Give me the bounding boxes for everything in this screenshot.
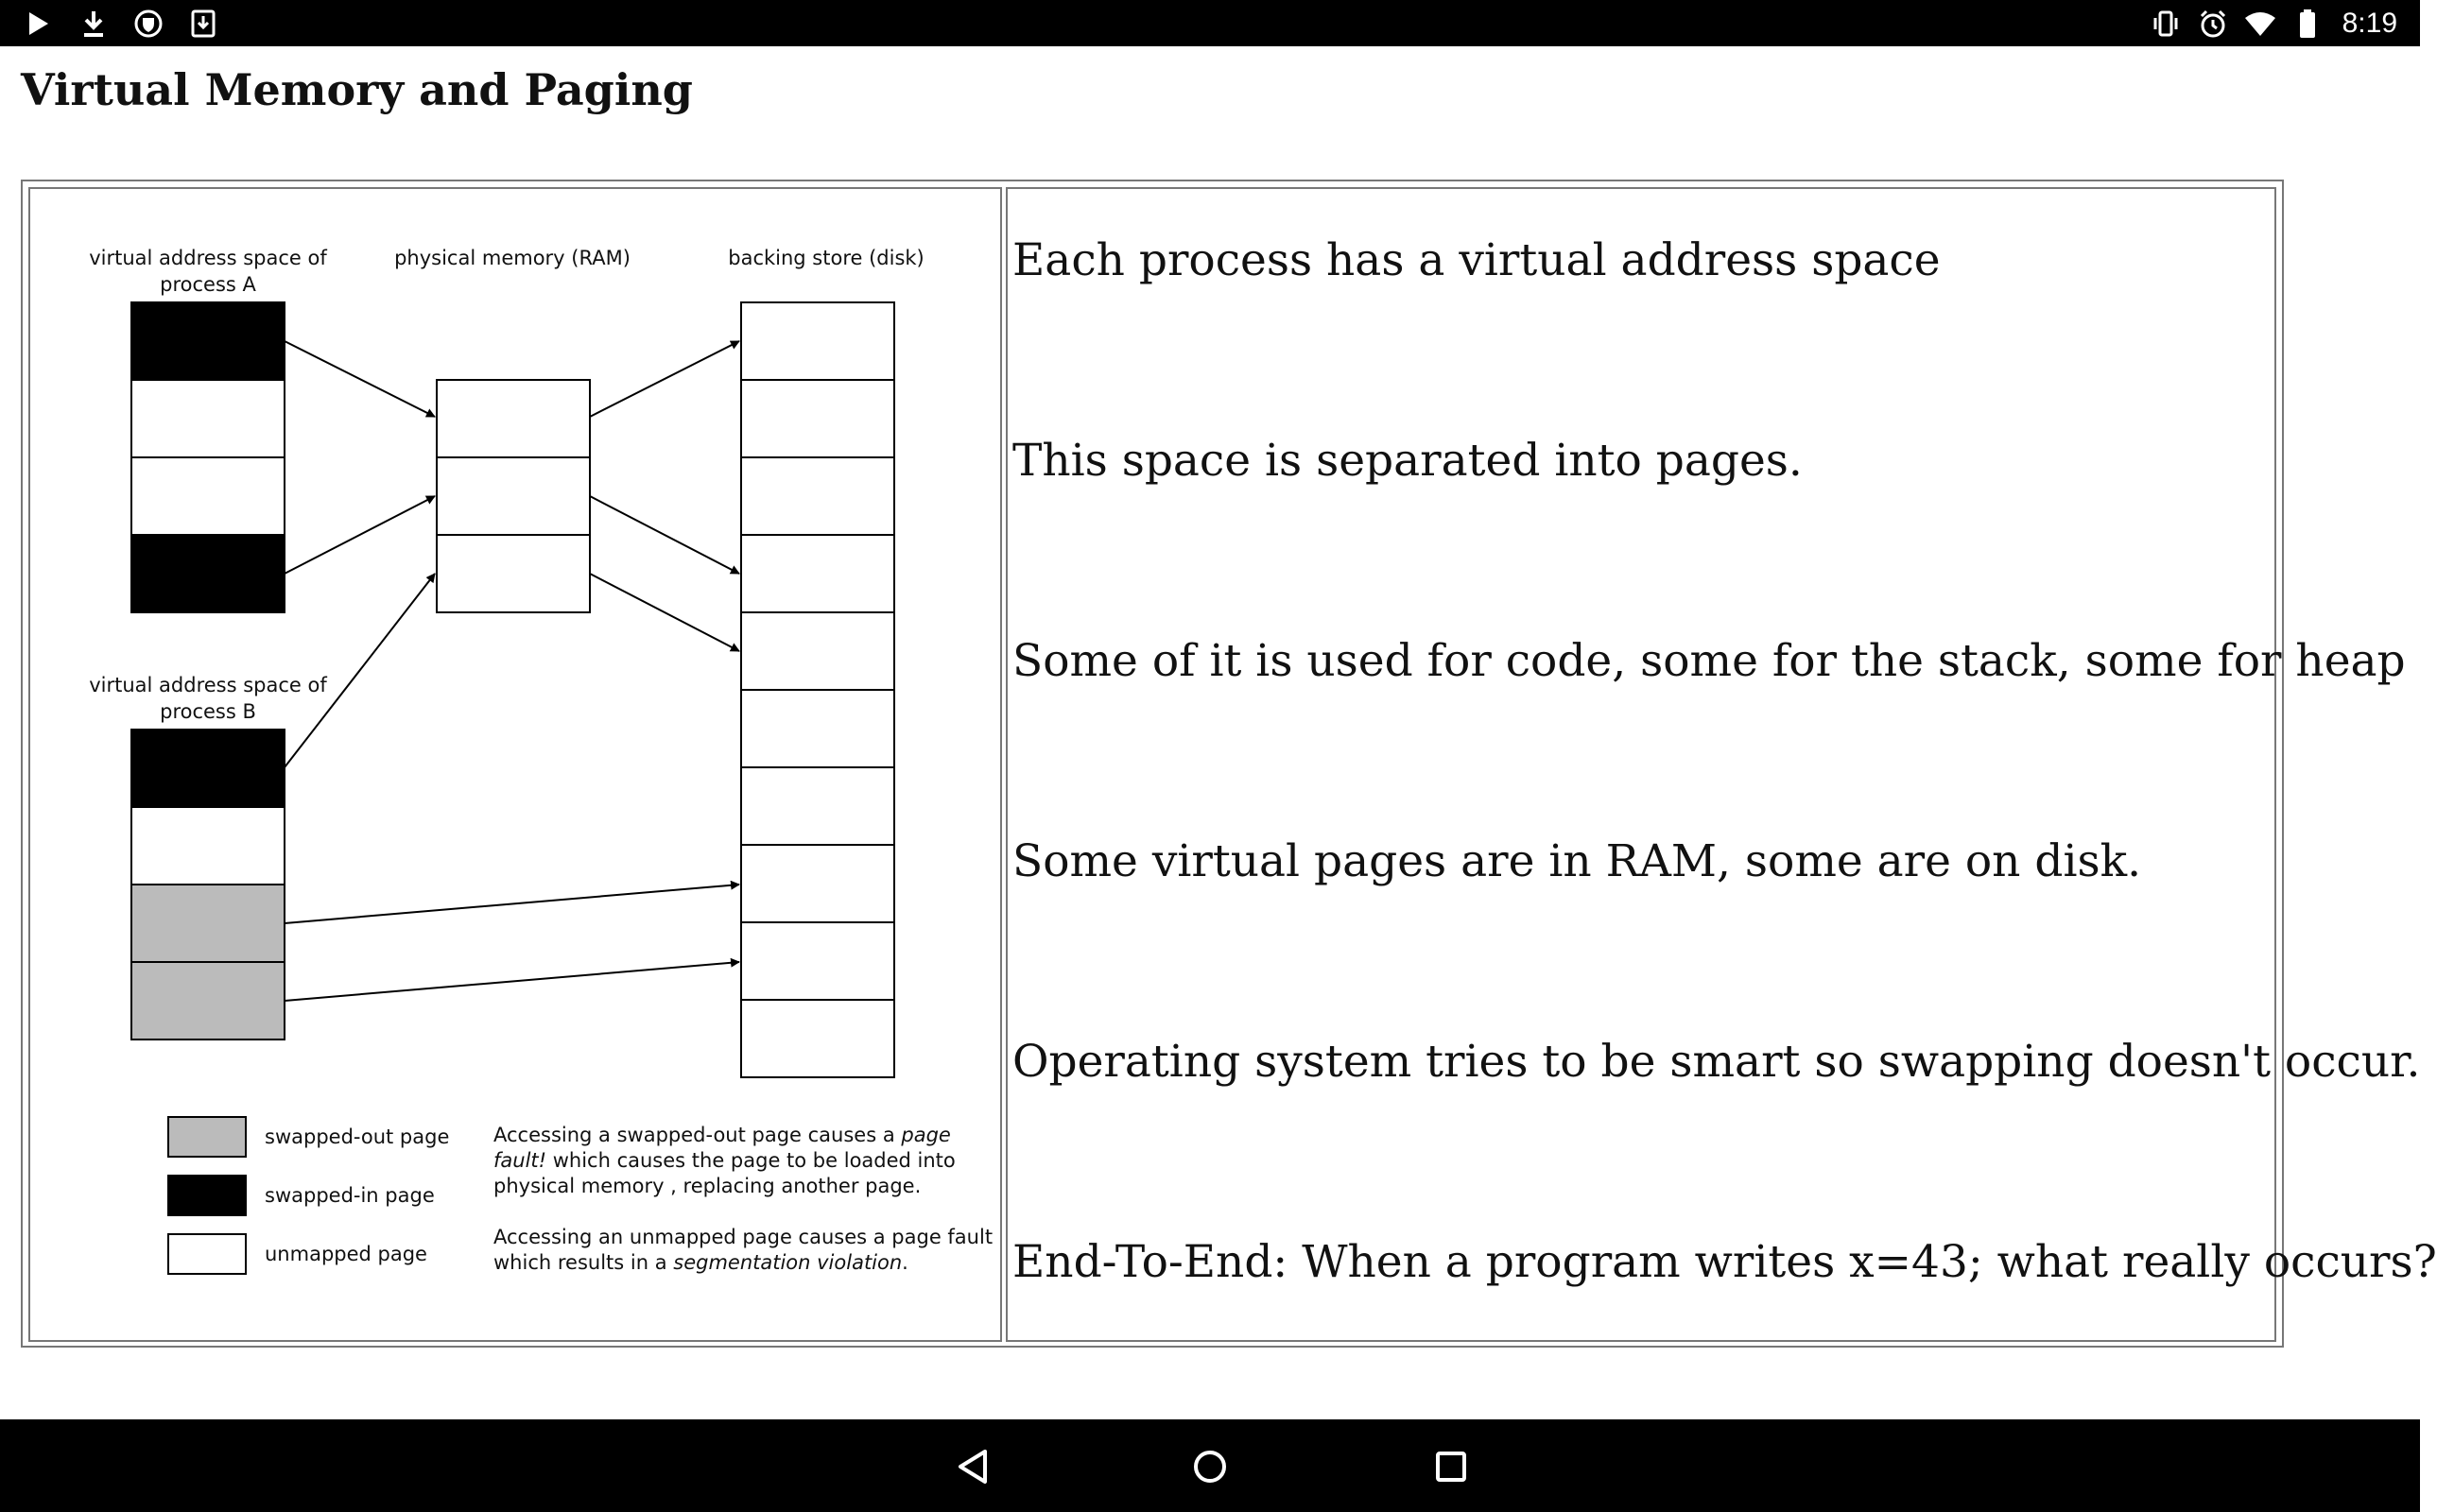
legend-swatch-unmapped [167, 1233, 247, 1275]
disk-block [740, 999, 895, 1078]
note-text-italic: fault! [493, 1149, 546, 1172]
note-text: . [902, 1251, 908, 1274]
status-bar: 8:19 [0, 0, 2420, 46]
page-fault-note-line2: fault! which causes the page to be loade… [493, 1149, 956, 1172]
note-text-italic: page [900, 1124, 950, 1146]
disk-block [740, 301, 895, 381]
virtual-b-label-line1: virtual address space of [89, 674, 327, 696]
disk-block [740, 766, 895, 846]
physical-memory-frames [436, 379, 591, 613]
ram-frame [436, 456, 591, 536]
note-text: which results in a [493, 1251, 673, 1274]
status-bar-notifications [23, 8, 219, 40]
physical-memory-label: physical memory (RAM) [394, 247, 631, 269]
note-text: which causes the page to be loaded into [546, 1149, 956, 1172]
disk-block [740, 611, 895, 691]
process-b-page-unmapped [130, 806, 285, 885]
diagram-notes: Accessing a swapped-out page causes a pa… [493, 1124, 993, 1274]
home-icon [1194, 1451, 1226, 1483]
note-text-italic: segmentation violation [673, 1251, 902, 1274]
alarm-icon [2197, 8, 2229, 40]
ram-frame [436, 379, 591, 458]
process-a-page-swapped-in [130, 301, 285, 381]
legend-swapped-in-label: swapped-in page [265, 1184, 435, 1207]
arrow-ram-to-disk [589, 340, 740, 418]
backing-store-blocks [740, 301, 895, 1078]
status-bar-system: 8:19 [2150, 8, 2397, 40]
arrow-ram-to-disk [589, 495, 740, 575]
page-fault-note-line1: Accessing a swapped-out page causes a pa… [493, 1124, 951, 1146]
virtual-a-label-line1: virtual address space of [89, 247, 327, 269]
navigation-bar [0, 1419, 2420, 1512]
disk-block [740, 534, 895, 613]
legend-unmapped-label: unmapped page [265, 1243, 427, 1265]
diagram-cell: virtual address space of process A physi… [28, 187, 1002, 1342]
bullet-item: Some of it is used for code, some for th… [1012, 635, 2406, 687]
backing-store-label: backing store (disk) [728, 247, 925, 269]
arrow-ram-to-disk [589, 573, 740, 652]
recents-button[interactable] [1423, 1438, 1479, 1495]
ram-frame [436, 534, 591, 613]
recents-icon [1436, 1452, 1466, 1482]
process-b-page-swapped-out [130, 961, 285, 1040]
arrow-a-to-ram [284, 340, 436, 418]
download-box-icon [187, 8, 219, 40]
paging-diagram: virtual address space of process A physi… [89, 247, 993, 1275]
home-button[interactable] [1182, 1438, 1238, 1495]
virtual-a-label-line2: process A [160, 273, 256, 296]
legend: swapped-out page swapped-in page unmappe… [167, 1116, 449, 1275]
play-icon [23, 8, 55, 40]
bullet-item: End-To-End: When a program writes x=43; … [1012, 1236, 2437, 1288]
content-table [21, 180, 2284, 1348]
arrow-a-to-ram [284, 495, 436, 575]
process-b-page-swapped-in [130, 729, 285, 808]
shield-icon [132, 8, 164, 40]
bullet-item: This space is separated into pages. [1012, 435, 1803, 487]
wifi-icon [2244, 8, 2276, 40]
back-button[interactable] [945, 1438, 1002, 1495]
arrow-b-to-disk [284, 880, 740, 924]
legend-swatch-swapped-out [167, 1116, 247, 1158]
bullet-item: Each process has a virtual address space [1012, 234, 1941, 286]
legend-swatch-swapped-in [167, 1175, 247, 1216]
virtual-b-label-line2: process B [160, 700, 256, 723]
bullet-item: Some virtual pages are in RAM, some are … [1012, 835, 2142, 887]
download-icon [78, 8, 110, 40]
bullet-cell: Each process has a virtual address space… [1006, 187, 2437, 1342]
page-fault-note-line3: physical memory , replacing another page… [493, 1175, 921, 1197]
process-b-pages [130, 729, 285, 1040]
process-b-page-swapped-out [130, 884, 285, 963]
disk-block [740, 921, 895, 1001]
mapping-arrows [284, 340, 740, 1002]
segv-note-line1: Accessing an unmapped page causes a page… [493, 1226, 993, 1248]
segv-note-line2: which results in a segmentation violatio… [493, 1251, 908, 1274]
disk-block [740, 379, 895, 458]
status-bar-time: 8:19 [2342, 8, 2397, 39]
vibrate-icon [2150, 8, 2182, 40]
legend-swapped-out-label: swapped-out page [265, 1125, 449, 1148]
arrow-b-to-disk [284, 957, 740, 1002]
page-title: Virtual Memory and Paging [21, 64, 693, 115]
disk-block [740, 456, 895, 536]
battery-icon [2291, 8, 2324, 40]
disk-block [740, 844, 895, 923]
disk-block [740, 689, 895, 768]
process-a-page-unmapped [130, 456, 285, 536]
process-a-pages [130, 301, 285, 613]
bullet-item: Operating system tries to be smart so sw… [1012, 1036, 2421, 1088]
back-icon [959, 1450, 987, 1484]
process-a-page-swapped-in [130, 534, 285, 613]
process-a-page-unmapped [130, 379, 285, 458]
note-text: Accessing a swapped-out page causes a [493, 1124, 901, 1146]
arrow-b-to-ram [284, 573, 436, 768]
